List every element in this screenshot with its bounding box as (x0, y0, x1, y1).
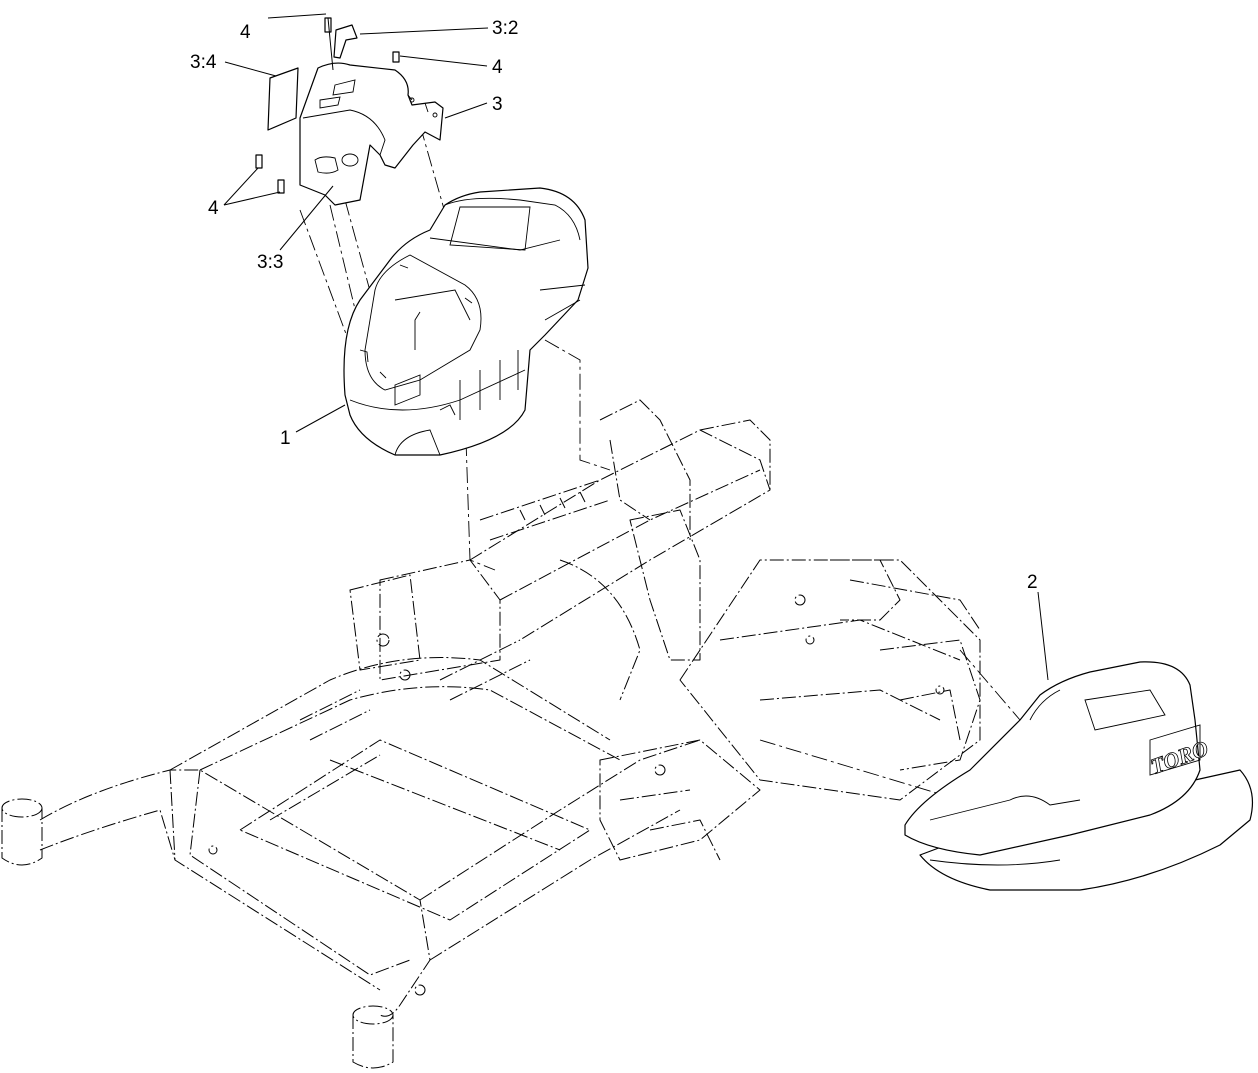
callout-3-3: 3:3 (257, 252, 283, 273)
callout-2: 2 (1027, 572, 1038, 593)
callout-3-2: 3:2 (492, 18, 518, 39)
part-2-seat: TORO (904, 661, 1253, 891)
part-1-console (343, 187, 589, 456)
callout-3: 3 (492, 94, 503, 115)
part-3-2-knob (333, 24, 358, 59)
part-3-control-panel (299, 62, 444, 206)
leader-lines (223, 13, 1049, 681)
callout-1: 1 (280, 428, 291, 449)
part-3-4-decal (267, 67, 299, 131)
callout-3-4: 3:4 (190, 52, 217, 73)
callout-4-top: 4 (240, 22, 251, 43)
callout-4-right: 4 (492, 57, 503, 78)
callout-labels: 4 3:2 3:4 4 3 4 3:3 1 2 (190, 18, 1038, 593)
callout-4-left: 4 (208, 198, 219, 219)
mower-frame (1, 399, 981, 1069)
assembly-lines (299, 124, 1021, 801)
part-4-screws (255, 17, 400, 194)
